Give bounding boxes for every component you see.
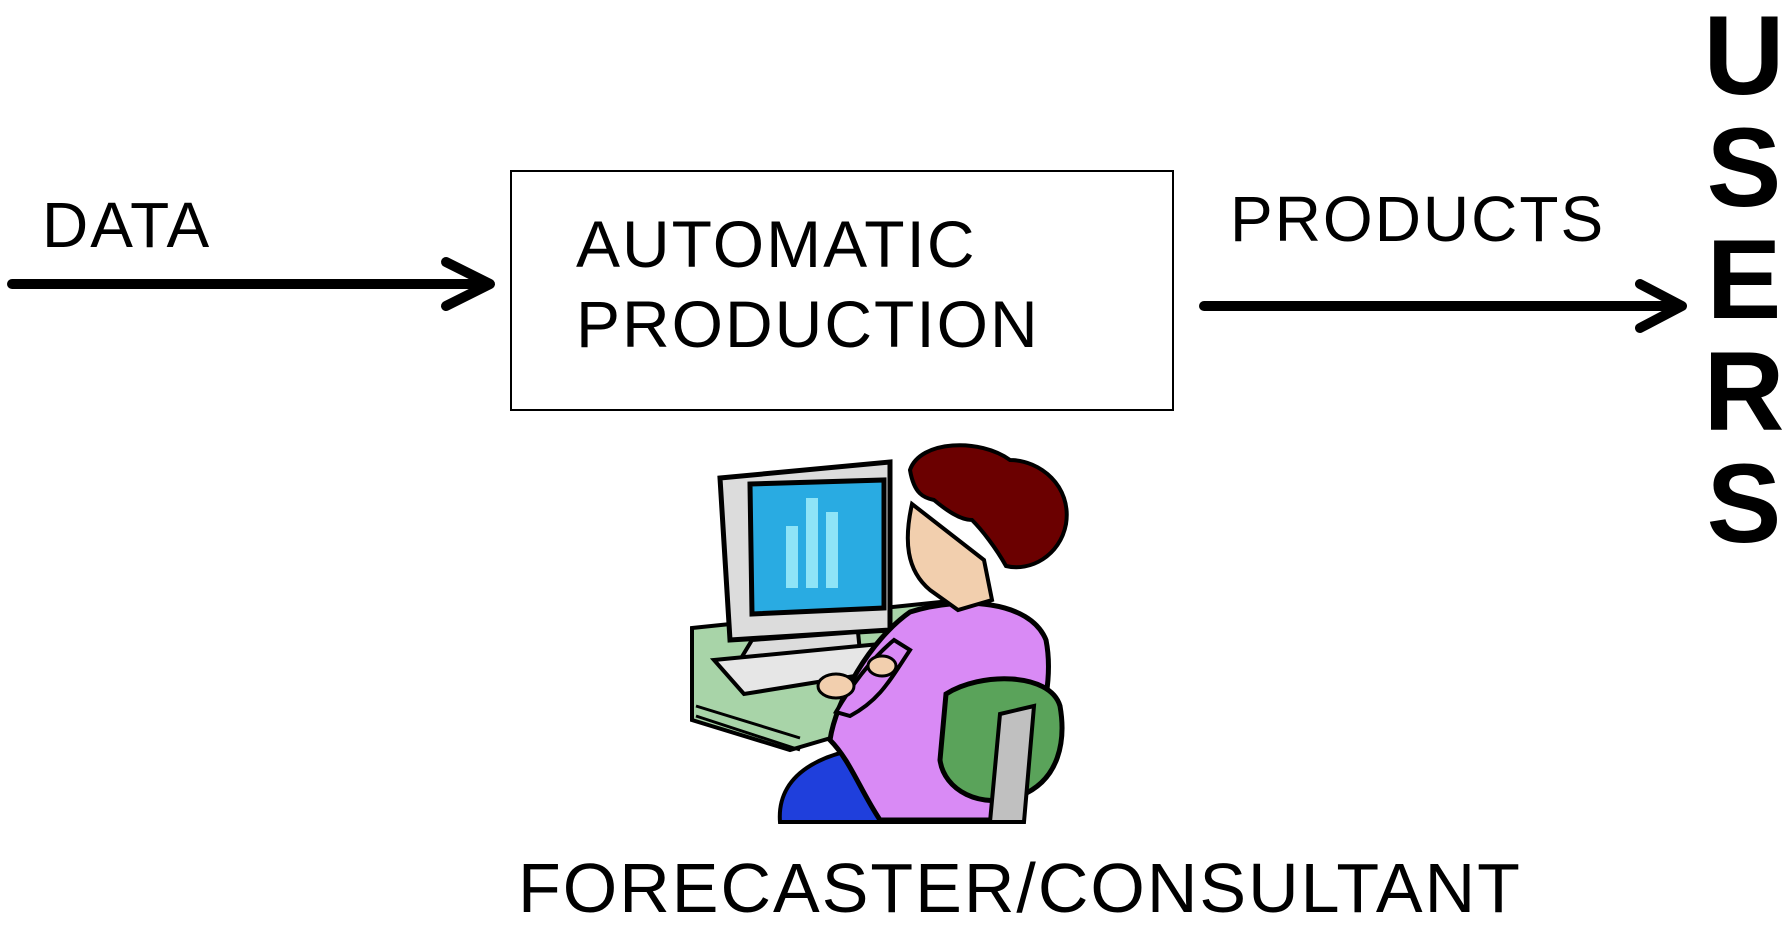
face-shape <box>905 500 995 613</box>
users-letter: E <box>1706 217 1782 342</box>
process-line-2: PRODUCTION <box>576 287 1040 361</box>
users-letter: R <box>1703 329 1785 454</box>
automatic-production-box: AUTOMATIC PRODUCTION <box>510 170 1174 411</box>
hair-shape <box>907 443 1069 570</box>
forecaster-consultant-label: FORECASTER/CONSULTANT <box>518 849 1522 927</box>
users-letter: S <box>1706 441 1782 566</box>
users-letter: U <box>1703 0 1785 118</box>
products-label: PRODUCTS <box>1230 183 1606 255</box>
process-line-1: AUTOMATIC <box>576 207 977 281</box>
data-input-arrow <box>7 257 495 311</box>
products-output-arrow <box>1199 279 1687 333</box>
monitor-shape <box>717 459 893 663</box>
users-letter: S <box>1706 105 1782 230</box>
data-label: DATA <box>42 189 212 261</box>
